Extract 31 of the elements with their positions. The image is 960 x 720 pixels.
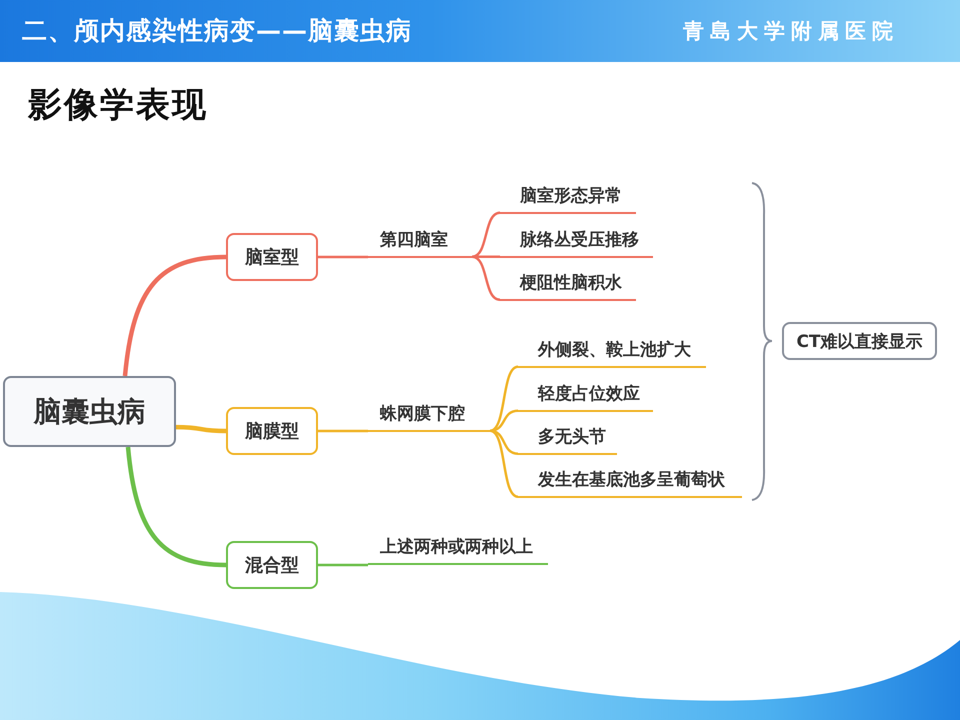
topic-box: 脑膜型 — [226, 407, 318, 455]
branch-line — [318, 564, 368, 566]
subtopic: 轻度占位效应 — [518, 380, 653, 412]
subtopic: 上述两种或两种以上 — [368, 533, 548, 565]
branch-line — [490, 366, 518, 432]
topic-box: 脑室型 — [226, 233, 318, 281]
section-heading: 影像学表现 — [28, 84, 208, 127]
branch-line — [318, 430, 368, 432]
subtopic: 梗阻性脑积水 — [500, 269, 636, 301]
branch-line — [122, 254, 226, 376]
branch-line — [318, 256, 368, 258]
slide-title: 二、颅内感染性病变——脑囊虫病 — [22, 15, 412, 47]
branch-line — [176, 424, 226, 434]
subtopic: 第四脑室 — [368, 226, 472, 258]
subtopic: 脑室形态异常 — [500, 182, 636, 214]
branch-line — [490, 410, 518, 432]
subtopic: 发生在基底池多呈葡萄状 — [518, 466, 742, 498]
branch-line — [490, 430, 518, 498]
branch-line — [472, 212, 500, 258]
subtopic: 脉络丛受压推移 — [500, 226, 653, 258]
subtopic: 外侧裂、鞍上池扩大 — [518, 336, 706, 368]
topic-box: CT难以直接显示 — [782, 322, 937, 360]
branch-line — [472, 256, 500, 301]
branch-line — [490, 430, 518, 455]
central-topic-box: 脑囊虫病 — [3, 376, 176, 447]
subtopic: 多无头节 — [518, 423, 617, 455]
header-text: 青島大学附属医院 — [683, 17, 899, 45]
branch-line — [472, 256, 500, 258]
subtopic: 蛛网膜下腔 — [368, 400, 490, 432]
topic-box: 混合型 — [226, 541, 318, 589]
branch-line — [126, 446, 226, 568]
